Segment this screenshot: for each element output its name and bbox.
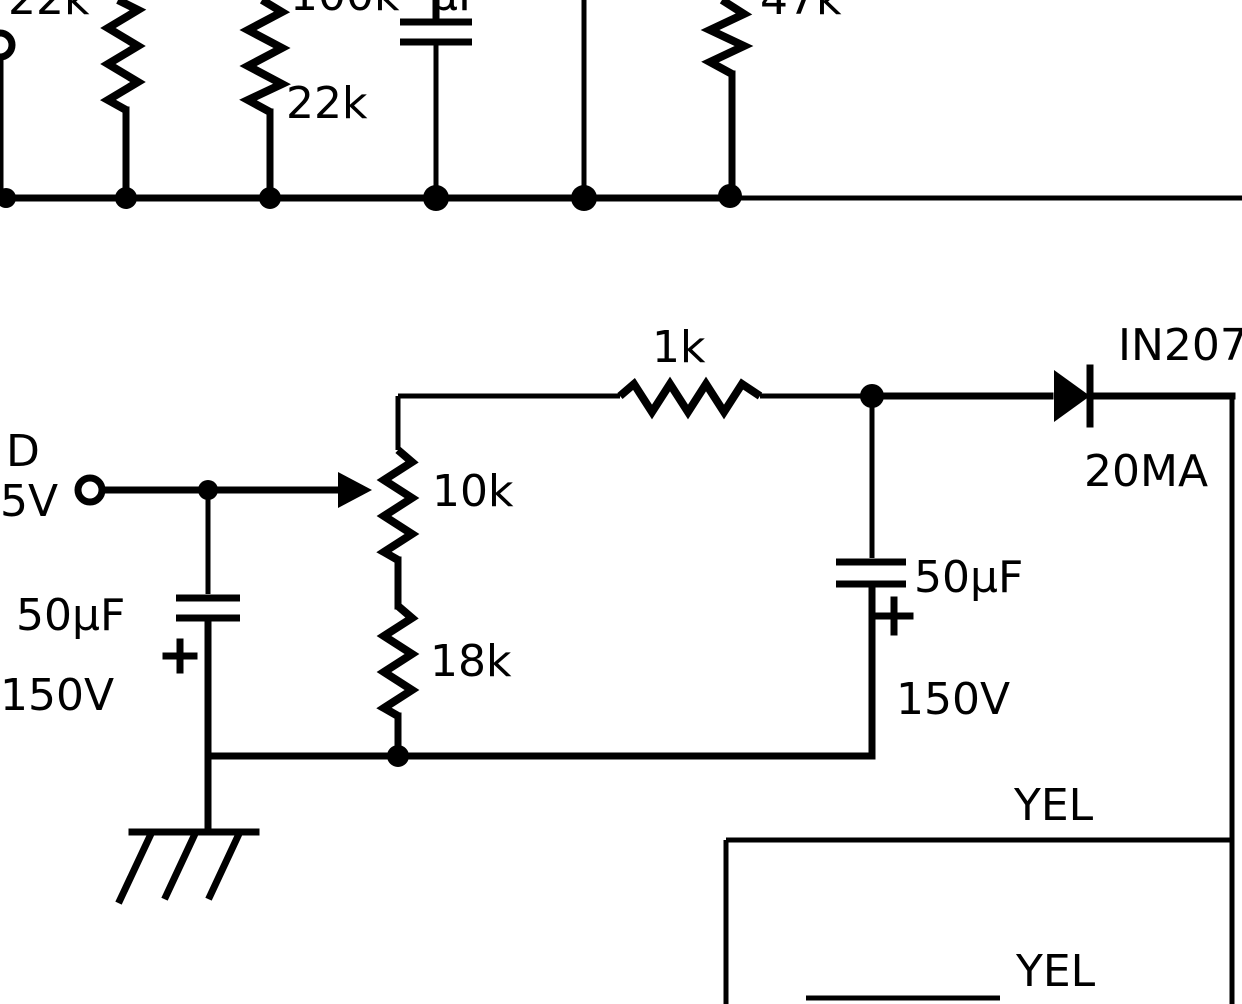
potentiometer-10k	[338, 446, 420, 564]
diode-in207	[1054, 364, 1094, 428]
label-top-22k: 22k	[286, 78, 368, 129]
label-pot-10k: 10k	[432, 466, 514, 517]
label-1k: 1k	[652, 322, 706, 373]
input-terminal	[74, 474, 344, 506]
top-left-terminal-ring	[0, 29, 16, 61]
plus-sign-right	[874, 596, 914, 636]
capacitor-left	[162, 490, 240, 834]
yel-box	[723, 837, 1232, 1004]
label-top-47k: 47k	[760, 0, 842, 25]
top-junctions	[0, 184, 742, 211]
capacitor-right	[836, 396, 914, 760]
label-cap-right-voltage: 150V	[896, 674, 1010, 725]
label-cap-left-value: 50μF	[16, 590, 125, 641]
label-18k: 18k	[430, 636, 512, 687]
label-top-100k: 100k	[290, 0, 400, 21]
label-diode: IN207	[1118, 320, 1242, 371]
top-resistor-22k	[239, 0, 291, 202]
ground-symbol	[115, 828, 260, 905]
label-yel-2: YEL	[1015, 946, 1096, 997]
label-yel-1: YEL	[1013, 780, 1094, 831]
label-input-voltage: 5V	[0, 476, 58, 527]
loop-top-wire	[395, 392, 1236, 450]
top-capacitor	[400, 0, 472, 198]
label-current: 20MA	[1084, 446, 1208, 497]
label-top-cap-uf: μF	[430, 0, 483, 21]
label-cap-right-value: 50μF	[914, 552, 1023, 603]
top-resistor-1	[100, 0, 147, 202]
bottom-junctions	[198, 384, 884, 767]
plus-sign-left	[162, 638, 198, 674]
label-top-22k-left: 22k	[8, 0, 90, 25]
label-input-letter: D	[6, 426, 40, 477]
top-resistor-47k	[700, 0, 754, 202]
resistor-1k	[617, 376, 763, 420]
resistor-18k	[376, 556, 420, 760]
label-cap-left-voltage: 150V	[0, 670, 114, 721]
